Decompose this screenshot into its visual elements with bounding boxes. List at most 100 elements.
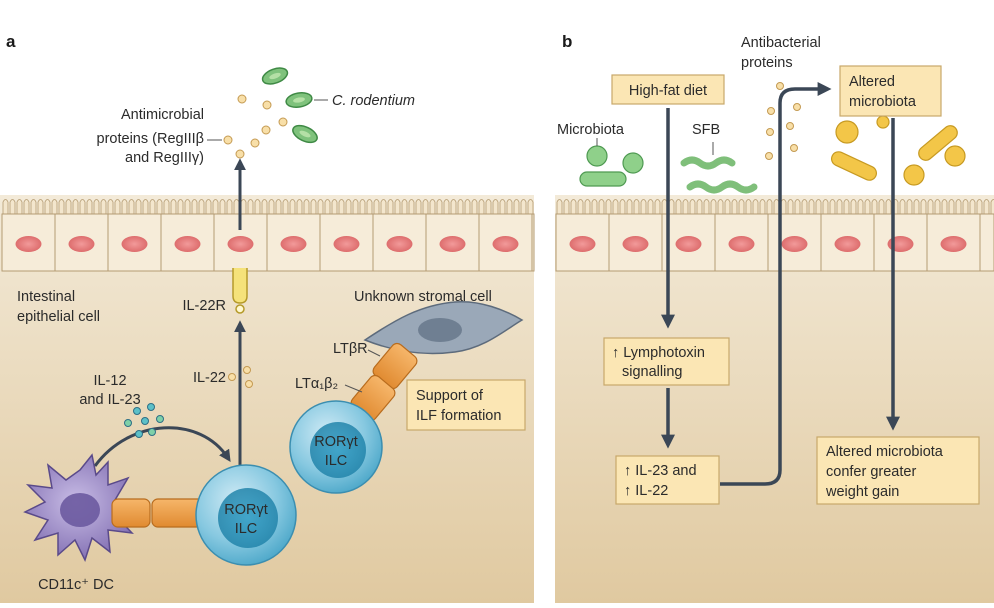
microvillus — [184, 199, 191, 214]
microvillus — [556, 199, 563, 214]
microvillus — [254, 199, 261, 214]
microvillus — [485, 199, 492, 214]
ilc-cell-1 — [195, 464, 297, 566]
microvillus — [738, 199, 745, 214]
microvillus — [527, 199, 534, 214]
il22r-label: IL-22R — [182, 298, 226, 314]
microvillus — [331, 199, 338, 214]
ilf-label-2: ILF formation — [416, 408, 501, 424]
microvillus — [436, 199, 443, 214]
il22-dots — [228, 366, 253, 388]
microvillus — [626, 199, 633, 214]
epithelial-label-2: epithelial cell — [17, 309, 100, 325]
altered-label-2: microbiota — [849, 94, 917, 110]
microvillus — [605, 199, 612, 214]
microvillus — [906, 199, 913, 214]
ilc1-label-2: ILC — [235, 521, 258, 537]
microvillus — [570, 199, 577, 214]
microvillus — [373, 199, 380, 214]
microvillus — [976, 199, 983, 214]
microvillus — [338, 199, 345, 214]
microvillus — [513, 199, 520, 214]
microvillus — [359, 199, 366, 214]
microvillus — [394, 199, 401, 214]
microvillus — [899, 199, 906, 214]
epithelial-nucleus — [174, 236, 201, 252]
epithelial-nucleus — [15, 236, 42, 252]
weight-gain-box — [816, 436, 980, 505]
microvillus — [107, 199, 114, 214]
microvillus — [927, 199, 934, 214]
lta1b2-leader — [344, 384, 363, 393]
il23-label-1: ↑ IL-23 and — [624, 463, 697, 479]
epithelial-nucleus — [333, 236, 360, 252]
altered-bacteria — [830, 115, 966, 186]
microvillus — [506, 199, 513, 214]
dc-ilc-contact — [111, 498, 205, 528]
ilf-label-1: Support of — [416, 388, 484, 404]
microvillus — [766, 199, 773, 214]
microvillus — [100, 199, 107, 214]
microvillus — [675, 199, 682, 214]
microvillus — [93, 199, 100, 214]
microvillus — [808, 199, 815, 214]
microvillus — [633, 199, 640, 214]
epithelial-layer-b — [555, 199, 994, 272]
microvillus — [983, 199, 990, 214]
microvillus — [815, 199, 822, 214]
sfb-label: SFB — [692, 122, 720, 138]
microvillus — [843, 199, 850, 214]
epithelial-nucleus — [280, 236, 307, 252]
dendritic-cell — [23, 453, 141, 562]
epithelial-nucleus — [940, 236, 967, 252]
microvillus — [114, 199, 121, 214]
microvillus — [240, 199, 247, 214]
microvillus — [591, 199, 598, 214]
microvillus — [408, 199, 415, 214]
il22-label: IL-22 — [193, 370, 226, 386]
ilc2-label-2: ILC — [325, 453, 348, 469]
microvillus — [745, 199, 752, 214]
il23-box — [615, 455, 720, 505]
epithelial-nucleus — [68, 236, 95, 252]
lymphotoxin-label-1: ↑ Lymphotoxin — [612, 345, 705, 361]
microvillus — [387, 199, 394, 214]
microvillus — [289, 199, 296, 214]
epithelial-nucleus — [728, 236, 755, 252]
microvillus — [787, 199, 794, 214]
microvillus — [850, 199, 857, 214]
microvillus — [65, 199, 72, 214]
microvillus — [759, 199, 766, 214]
altered-microbiota-box — [839, 65, 942, 117]
microvillus — [948, 199, 955, 214]
ilc2-label-1: RORγt — [314, 434, 358, 450]
microvillus — [878, 199, 885, 214]
ltbr-label: LTβR — [333, 341, 368, 357]
microvillus — [969, 199, 976, 214]
microvillus — [317, 199, 324, 214]
microvillus — [492, 199, 499, 214]
microvillus — [422, 199, 429, 214]
epithelial-nucleus — [492, 236, 519, 252]
epithelial-nucleus — [121, 236, 148, 252]
microvillus — [205, 199, 212, 214]
microvillus — [16, 199, 23, 214]
dc-label: CD11c⁺ DC — [38, 577, 114, 593]
lymphotoxin-label-2: signalling — [622, 364, 682, 380]
il23-to-microbiota-arrow — [720, 82, 832, 486]
microvillus — [345, 199, 352, 214]
microvillus — [955, 199, 962, 214]
epithelial-label-1: Intestinal — [17, 289, 75, 305]
microvillus — [401, 199, 408, 214]
microvillus — [822, 199, 829, 214]
microvillus — [794, 199, 801, 214]
microvillus — [941, 199, 948, 214]
microvillus — [801, 199, 808, 214]
high-fat-label: High-fat diet — [629, 83, 707, 99]
microvillus — [156, 199, 163, 214]
microvillus — [612, 199, 619, 214]
microvillus — [471, 199, 478, 214]
microvillus — [142, 199, 149, 214]
panel-b — [555, 65, 994, 603]
microvillus — [717, 199, 724, 214]
